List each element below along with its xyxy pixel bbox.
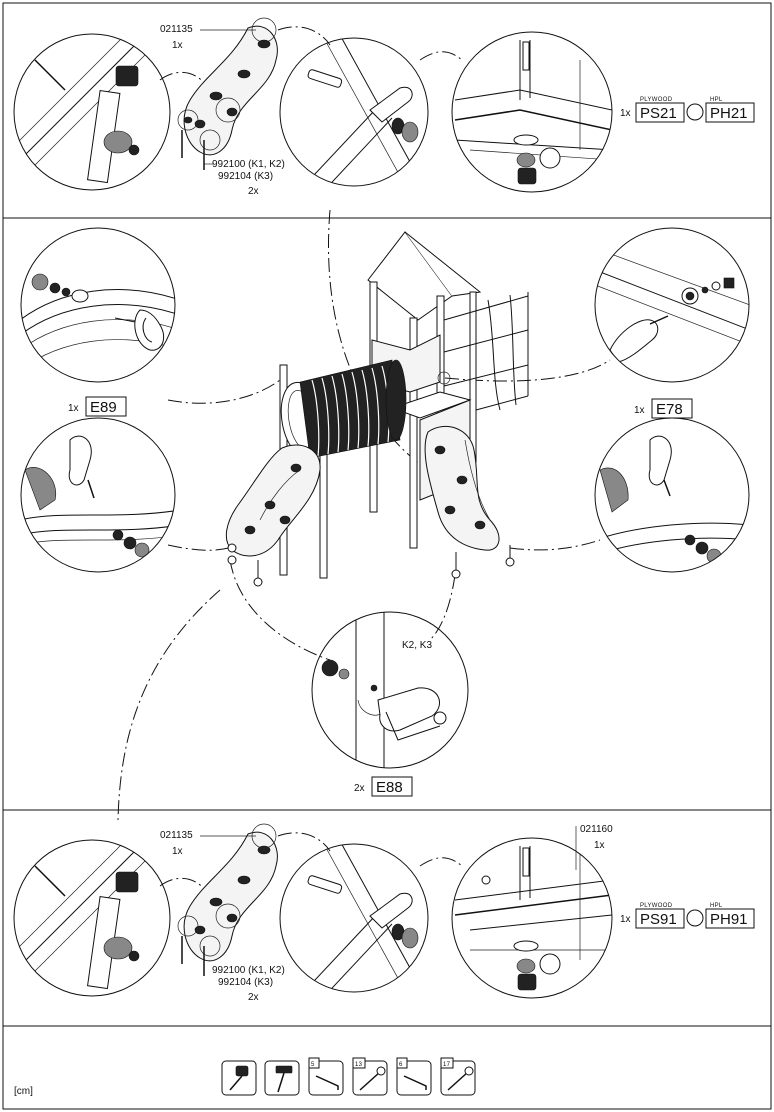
hex-key-icon [403,1075,427,1090]
top-bolt-qty: 2x [248,186,259,197]
detail-circle-hook-nut [595,435,749,564]
playground-tower [225,231,529,587]
lower-part-number: 021135 [160,830,193,841]
unit-label: [cm] [14,1086,33,1097]
top-part-number: 021135 [160,24,193,35]
tool-hex-key-6: 6 [396,1057,432,1096]
or-icon [686,909,704,927]
leader-line [167,379,281,404]
right-kit-code: E78 [656,401,683,418]
hammer-icon [275,1065,293,1093]
top-material2-caption: HPL [710,97,723,103]
lower-material1-box [635,908,685,929]
top-part-qty: 1x [172,40,183,51]
tool-spanner-13: 13 [352,1057,388,1096]
detail-circle-hook [21,435,175,558]
lower-material1-code: PS91 [640,911,677,928]
leader-line [229,559,331,661]
lower-bolt-line2: 992104 (K3) [218,977,273,988]
lower-bolt-line1: 992100 (K1, K2) [212,965,285,976]
lower-material1-caption: PLYWOOD [640,903,673,909]
top-bolt-line1: 992100 (K1, K2) [212,159,285,170]
lower-extra-part-qty: 1x [594,840,605,851]
spanner-icon [359,1066,386,1091]
left-kit-box [85,396,127,417]
lower-part-qty: 1x [172,846,183,857]
detail-circle-bracket-lower [299,844,421,992]
lower-material2-caption: HPL [710,903,723,909]
leader-line [117,589,221,821]
left-kit-code: E89 [90,399,117,416]
top-material2-code: PH21 [710,105,748,122]
lower-material2-code: PH91 [710,911,748,928]
lower-kit-qty: 1x [620,914,631,925]
leader-line [429,574,456,641]
detail-circle-bracket [299,38,421,186]
detail-circle-beam [454,40,612,185]
detail-circle-ring-fastener [21,273,175,371]
detail-circle-rail-hook [595,249,749,363]
tool-size-label: 6 [399,1062,403,1068]
middle-detail-group: 1x E89 1x [20,227,750,797]
detail-circle-post-cap-lower [14,840,161,990]
top-bolt-line2: 992104 (K3) [218,171,273,182]
bottom-kit-box [371,776,413,797]
lower-material2-box [705,908,755,929]
socket-wrench-icon [229,1065,249,1091]
tool-spanner-17: 17 [440,1057,476,1096]
detail-circle-beam-lower [454,840,612,991]
top-detail-group: 021135 1x 992100 (K1, K2) 992104 (K3) 2x [13,17,755,197]
tool-size-label: 13 [355,1062,363,1068]
leader-line [167,544,239,551]
tool-size-label: 5 [311,1062,315,1068]
lower-bolt-qty: 2x [248,992,259,1003]
leader-line [509,539,601,551]
right-kit-qty: 1x [634,405,645,416]
bracket-note: K2, K3 [402,640,432,651]
tool-hammer [264,1060,300,1096]
top-material1-caption: PLYWOOD [640,97,673,103]
hex-key-icon [315,1075,339,1090]
left-kit-qty: 1x [68,403,79,414]
top-material1-box [635,102,685,123]
detail-circle-base-bracket [321,612,447,768]
top-material2-box [705,102,755,123]
bottom-kit-code: E88 [376,779,403,796]
climbing-wall-panel [177,17,278,170]
bottom-detail-group: 021135 1x 992100 (K1, K2) 992104 (K3) 2x [13,823,755,1003]
tool-hex-key-5: 5 [308,1057,344,1096]
tool-size-label: 17 [443,1062,451,1068]
top-material1-code: PS21 [640,105,677,122]
detail-circle-post-cap [14,34,161,184]
bottom-kit-qty: 2x [354,783,365,794]
spanner-icon [447,1066,474,1091]
footer: [cm] 5 13 [14,1057,476,1097]
climbing-wall-panel-lower [177,823,278,976]
tool-socket-wrench [221,1060,257,1096]
top-kit-qty: 1x [620,108,631,119]
lower-extra-part-number: 021160 [580,824,613,835]
or-icon [686,103,704,121]
